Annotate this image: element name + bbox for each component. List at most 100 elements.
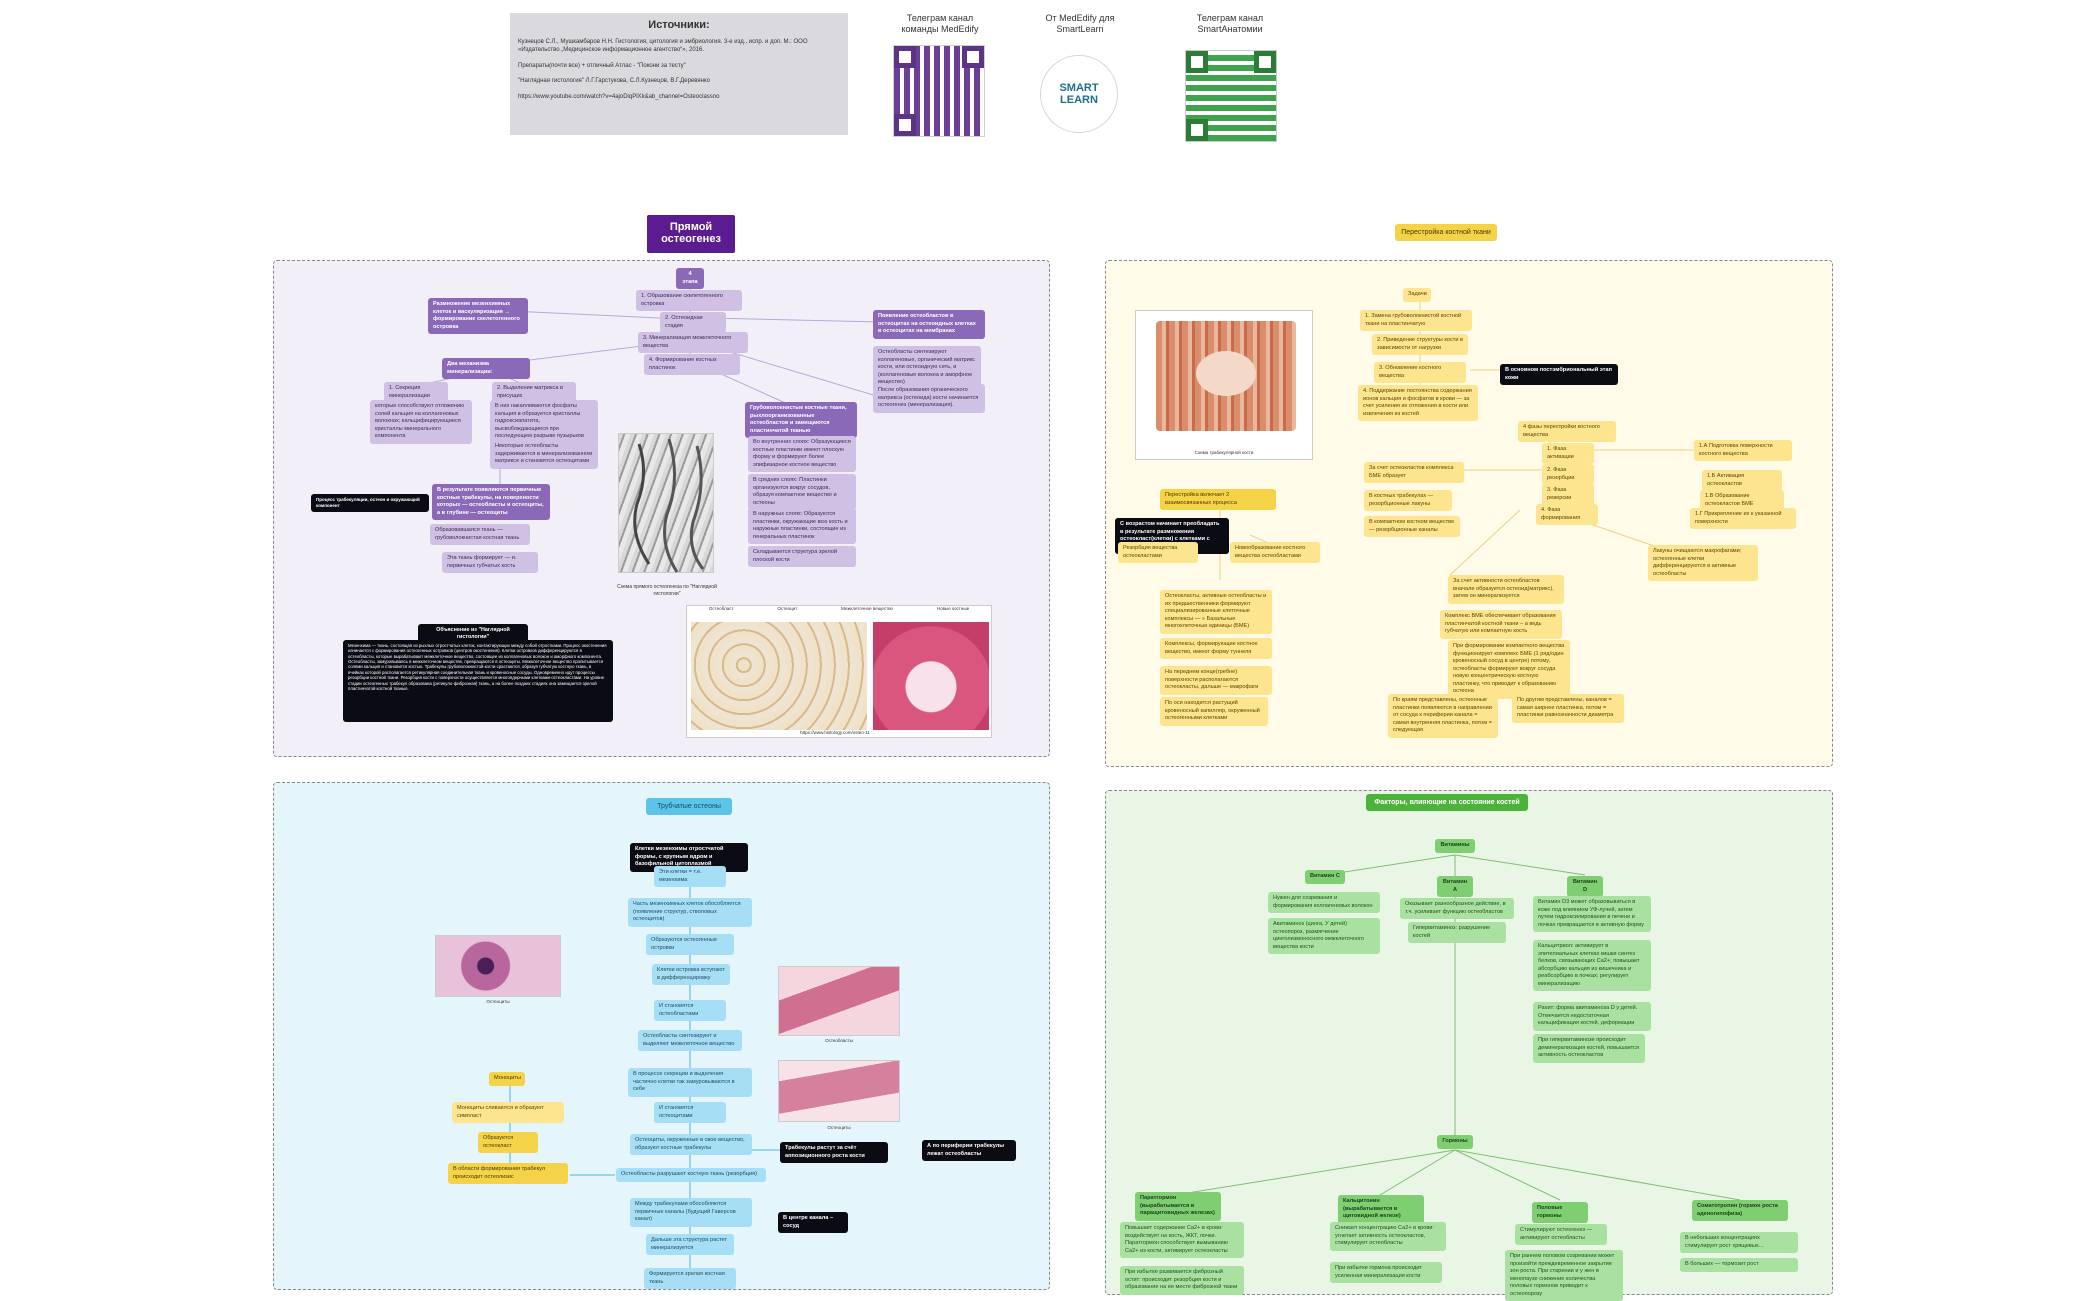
hormone-calcitonin: Кальцитонин (вырабатывается в щитовидной… (1338, 1195, 1424, 1224)
flow-2: Часть мезенхимных клеток обособляется (п… (628, 898, 752, 927)
flow-8: И становятся остеоцитами (654, 1102, 726, 1124)
step-2: 2. Остеоидная стадия (660, 312, 726, 334)
ycol-4: В области формирования трабекул происход… (448, 1163, 568, 1185)
source-1: Кузнецов С.Л., Мушкамбаров Н.Н. Гистолог… (518, 39, 808, 53)
phase-header: 4 фазы перестройки костного вещества (1518, 421, 1616, 443)
mechanism-2-text: В них накапливаются фосфаты кальция в об… (490, 400, 598, 444)
hormone-gh: Соматотропин (гормон роста аденогипофиза… (1692, 1200, 1788, 1222)
osteocyte-text: Остеобласты синтезируют коллагеновые, ор… (873, 346, 981, 390)
bone-image-caption: Схема трабекулярной кости (1194, 450, 1254, 455)
vitamin-d: Витамин D (1567, 876, 1603, 898)
hormone-pth: Паратгормон (вырабатывается в паращитови… (1135, 1192, 1221, 1221)
qr2-caption: От MedEdify для SmartLearn (1045, 13, 1115, 35)
qr-code-mededify-icon[interactable] (893, 45, 985, 137)
pth-1: Повышает содержание Ca2+ в крови: воздей… (1120, 1222, 1244, 1259)
trabecula-middle: В средних слоях: Пластинки организуются … (748, 474, 856, 511)
result-note: В результате появляются первичные костны… (432, 484, 550, 521)
vitamin-c: Витамин С (1305, 870, 1345, 884)
task-3: 3. Обновление костного вещества (1374, 362, 1466, 384)
trabecula-outer: В наружных слоях: Образуются пластинки, … (748, 508, 856, 545)
stages-header: 4 этапа (676, 268, 704, 290)
task-1: 1. Замена грубоволокнистой костной ткани… (1360, 310, 1472, 332)
complex-note: Комплексы, формирующие костное вещество,… (1160, 638, 1272, 660)
hist-label-1: Остеобласт (708, 606, 734, 611)
phase-1a: 1.А Подготовка поверхности костного веще… (1694, 440, 1792, 462)
new-formation: Новообразование костного вещества остеоб… (1230, 542, 1320, 564)
sources-title: Источники: (648, 19, 710, 31)
hist-label-3: Межклеточное вещество (841, 606, 894, 611)
tasks-header: Задачи (1403, 288, 1431, 302)
step-4: 4. Формирование костных пластинок (644, 354, 740, 376)
task-4: 4. Поддержание постоянства содержания ио… (1358, 385, 1478, 422)
img3-caption: Остеоциты (827, 1125, 851, 1130)
flow-6: Остеобласты синтезируют и выделяют межкл… (638, 1030, 742, 1052)
osteoclast-chain: Остеокласты, активные остеобласты и их п… (1160, 590, 1272, 634)
flow-5: И становятся остеобластами (654, 1000, 726, 1022)
flow-12: Дальше эта структура растет минерализует… (646, 1234, 734, 1256)
vit-d-2: Кальцитриол: активирует в эпителиальных … (1533, 940, 1651, 992)
blue-title: Трубчатые остеоны (646, 798, 732, 816)
source-2: Препараты(почти все) + отличный Атлас - … (518, 62, 686, 69)
hist-photo (873, 622, 989, 730)
form-3: При формировании компактного вещества фу… (1448, 640, 1570, 699)
mechanism-1-text: которые способствуют отложению солей кал… (370, 400, 472, 444)
vitamin-a: Витамин А (1437, 876, 1473, 898)
task-2: 2. Приведение структуры кости в зависимо… (1372, 334, 1468, 356)
flow-3: Образуются остеогенные островки (646, 934, 734, 956)
calcitonin-2: При избытке гормона происходит усиленная… (1330, 1262, 1442, 1284)
yellow-title: Перестройка костной ткани (1395, 224, 1497, 242)
source-4[interactable]: https://www.youtube.com/watch?v=4ajoDiqP… (518, 94, 720, 101)
mechanism-2: 2. Выделение матрикса в присущих (492, 382, 576, 404)
qr1-caption: Телеграм канал команды MedEdify (901, 13, 979, 35)
mechanism-extra: Некоторые остеобласты задерживаются в ми… (490, 440, 598, 469)
bone-canal-drawing (1196, 351, 1256, 396)
phase-1c: 1.В Образование остеокластов БМЕ (1700, 490, 1784, 512)
osteoblasts-photo (778, 966, 900, 1036)
gh-1: В небольших концентрациях стимулирует ро… (1680, 1232, 1798, 1254)
phase-2: 2. Фаза резорбции (1542, 464, 1594, 486)
form-5: По другим представлены, каналов = самая … (1512, 694, 1624, 723)
qr-code-smartanatomy-icon[interactable] (1185, 50, 1277, 142)
bmu-tunnels: В костных трабекулах — резорбционные лак… (1364, 490, 1452, 512)
step-3: 3. Минерализация межклеточного вещества (638, 332, 748, 354)
bmu-compact: В компактном костном веществе — резорбци… (1364, 516, 1460, 538)
hormone-sex: Половые гормоны (1532, 1202, 1588, 1224)
gh-2: В больших — тормозит рост (1680, 1258, 1798, 1272)
phase-1b: 1.Б Активация остеокластов (1702, 470, 1782, 492)
ycol-1: Моноциты (489, 1072, 525, 1086)
flow-1: Эти клетки = т.е. мезенхима (654, 866, 726, 888)
replaced-tissue: Эта ткань формирует — и. первичных губча… (442, 552, 538, 574)
smartlearn-logo: SMART LEARN (1040, 55, 1118, 133)
scheme-caption: Схема прямого остеогенеза по "Наглядной … (617, 584, 717, 597)
rebuild-two: Перестройка включает 2 взаимосвязанных п… (1160, 489, 1276, 511)
smartlearn-logo-text: SMART LEARN (1059, 81, 1099, 106)
left-note: Размножение мезенхимных клеток и васкуля… (428, 298, 528, 335)
osteo-after: После образования органического матрикса… (873, 384, 985, 413)
vit-d-3: Рахит: форма авитаминоза D у детей. Отме… (1533, 1002, 1651, 1031)
vit-a-2: Гипервитаминоз: разрушение костей (1408, 922, 1506, 944)
osteocytes-photo-1 (435, 935, 561, 997)
hist-label-2: Остеоцит (777, 606, 798, 611)
ycol-3: Образуется остеокласт (478, 1132, 538, 1154)
side-black-3: В центре канала – сосуд (778, 1212, 848, 1234)
front-note: На переднем конце(гребне) поверхности ра… (1160, 666, 1272, 695)
hist-drawing (691, 622, 867, 730)
side-black-2: А по периферии трабекулы лежат остеоблас… (922, 1140, 1016, 1162)
form-2: Комплекс БМЕ обеспечивает образования пл… (1440, 610, 1562, 639)
hormones-node: Гормоны (1437, 1135, 1473, 1149)
img2-caption: Остеобласты (825, 1038, 853, 1043)
right-note: Появление остеобластов в остеоцитах на о… (873, 310, 985, 339)
trabecula-mature: Складывается структура зрелой плоской ко… (748, 546, 856, 568)
histology-image: Остеобласт Остеоцит Межклеточное веществ… (686, 605, 992, 738)
trabeculation-black: Процесс трабекуляции, остеон и окружающи… (311, 494, 429, 513)
phase-3: 3. Фаза реверсии (1542, 484, 1594, 506)
vit-d-4: При гипервитаминозе происходит деминерал… (1533, 1034, 1645, 1063)
qr3-caption: Телеграм канал SmartАнатомии (1196, 13, 1264, 35)
sex-1: Стимулируют остеогенез — активируют осте… (1515, 1224, 1607, 1246)
resorption: Резорбция вещества остеокластами (1118, 542, 1198, 564)
bmu-note: В основном постэмбриональный этап кожи (1500, 364, 1618, 386)
pth-2: При избытке развивается фиброзный остит:… (1120, 1266, 1244, 1295)
vit-c-1: Нужен для созревания и формирования колл… (1268, 892, 1380, 914)
flow-4: Клетки островка вступают в дифференциров… (652, 964, 730, 986)
two-mechanisms: Два механизма минерализации: (442, 358, 530, 380)
